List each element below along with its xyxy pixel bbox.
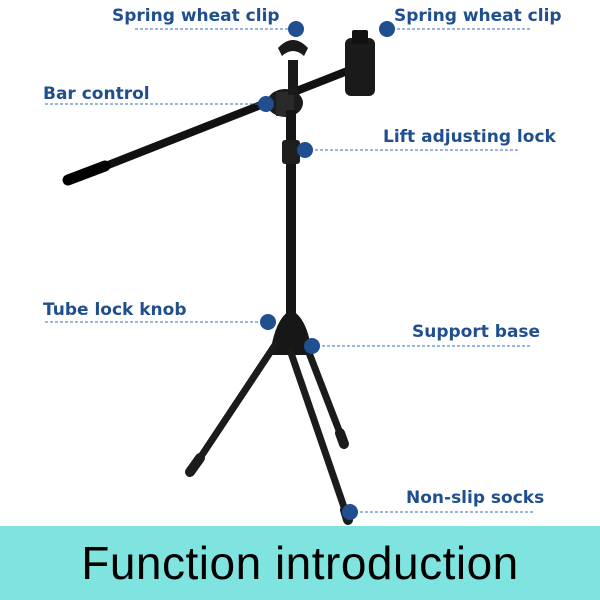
label-non-slip: Non-slip socks: [406, 488, 545, 508]
support-base: [270, 310, 312, 355]
footer-title: Function introduction: [81, 537, 519, 589]
leader-lines: [45, 28, 535, 513]
dot-lift-lock: [297, 142, 313, 158]
dot-support-base: [304, 338, 320, 354]
spring-clip-left: [278, 40, 308, 95]
dot-spring-clip-right: [379, 21, 395, 37]
label-support-base: Support base: [412, 322, 541, 342]
label-bar-control: Bar control: [43, 84, 150, 104]
boom-arm: [62, 64, 359, 186]
main-pole: [282, 110, 300, 330]
tripod-legs: [185, 341, 353, 525]
dot-spring-clip-left: [288, 21, 304, 37]
dot-tube-lock: [260, 314, 276, 330]
footer-banner: Function introduction: [0, 526, 600, 600]
dot-bar-control: [258, 96, 274, 112]
label-tube-lock: Tube lock knob: [43, 300, 187, 320]
marker-dots: [258, 21, 395, 520]
spring-clip-right: [345, 30, 375, 96]
dot-non-slip: [342, 504, 358, 520]
label-spring-clip-right: Spring wheat clip: [394, 6, 562, 26]
label-lift-lock: Lift adjusting lock: [383, 127, 556, 147]
label-spring-clip-left: Spring wheat clip: [112, 6, 280, 26]
